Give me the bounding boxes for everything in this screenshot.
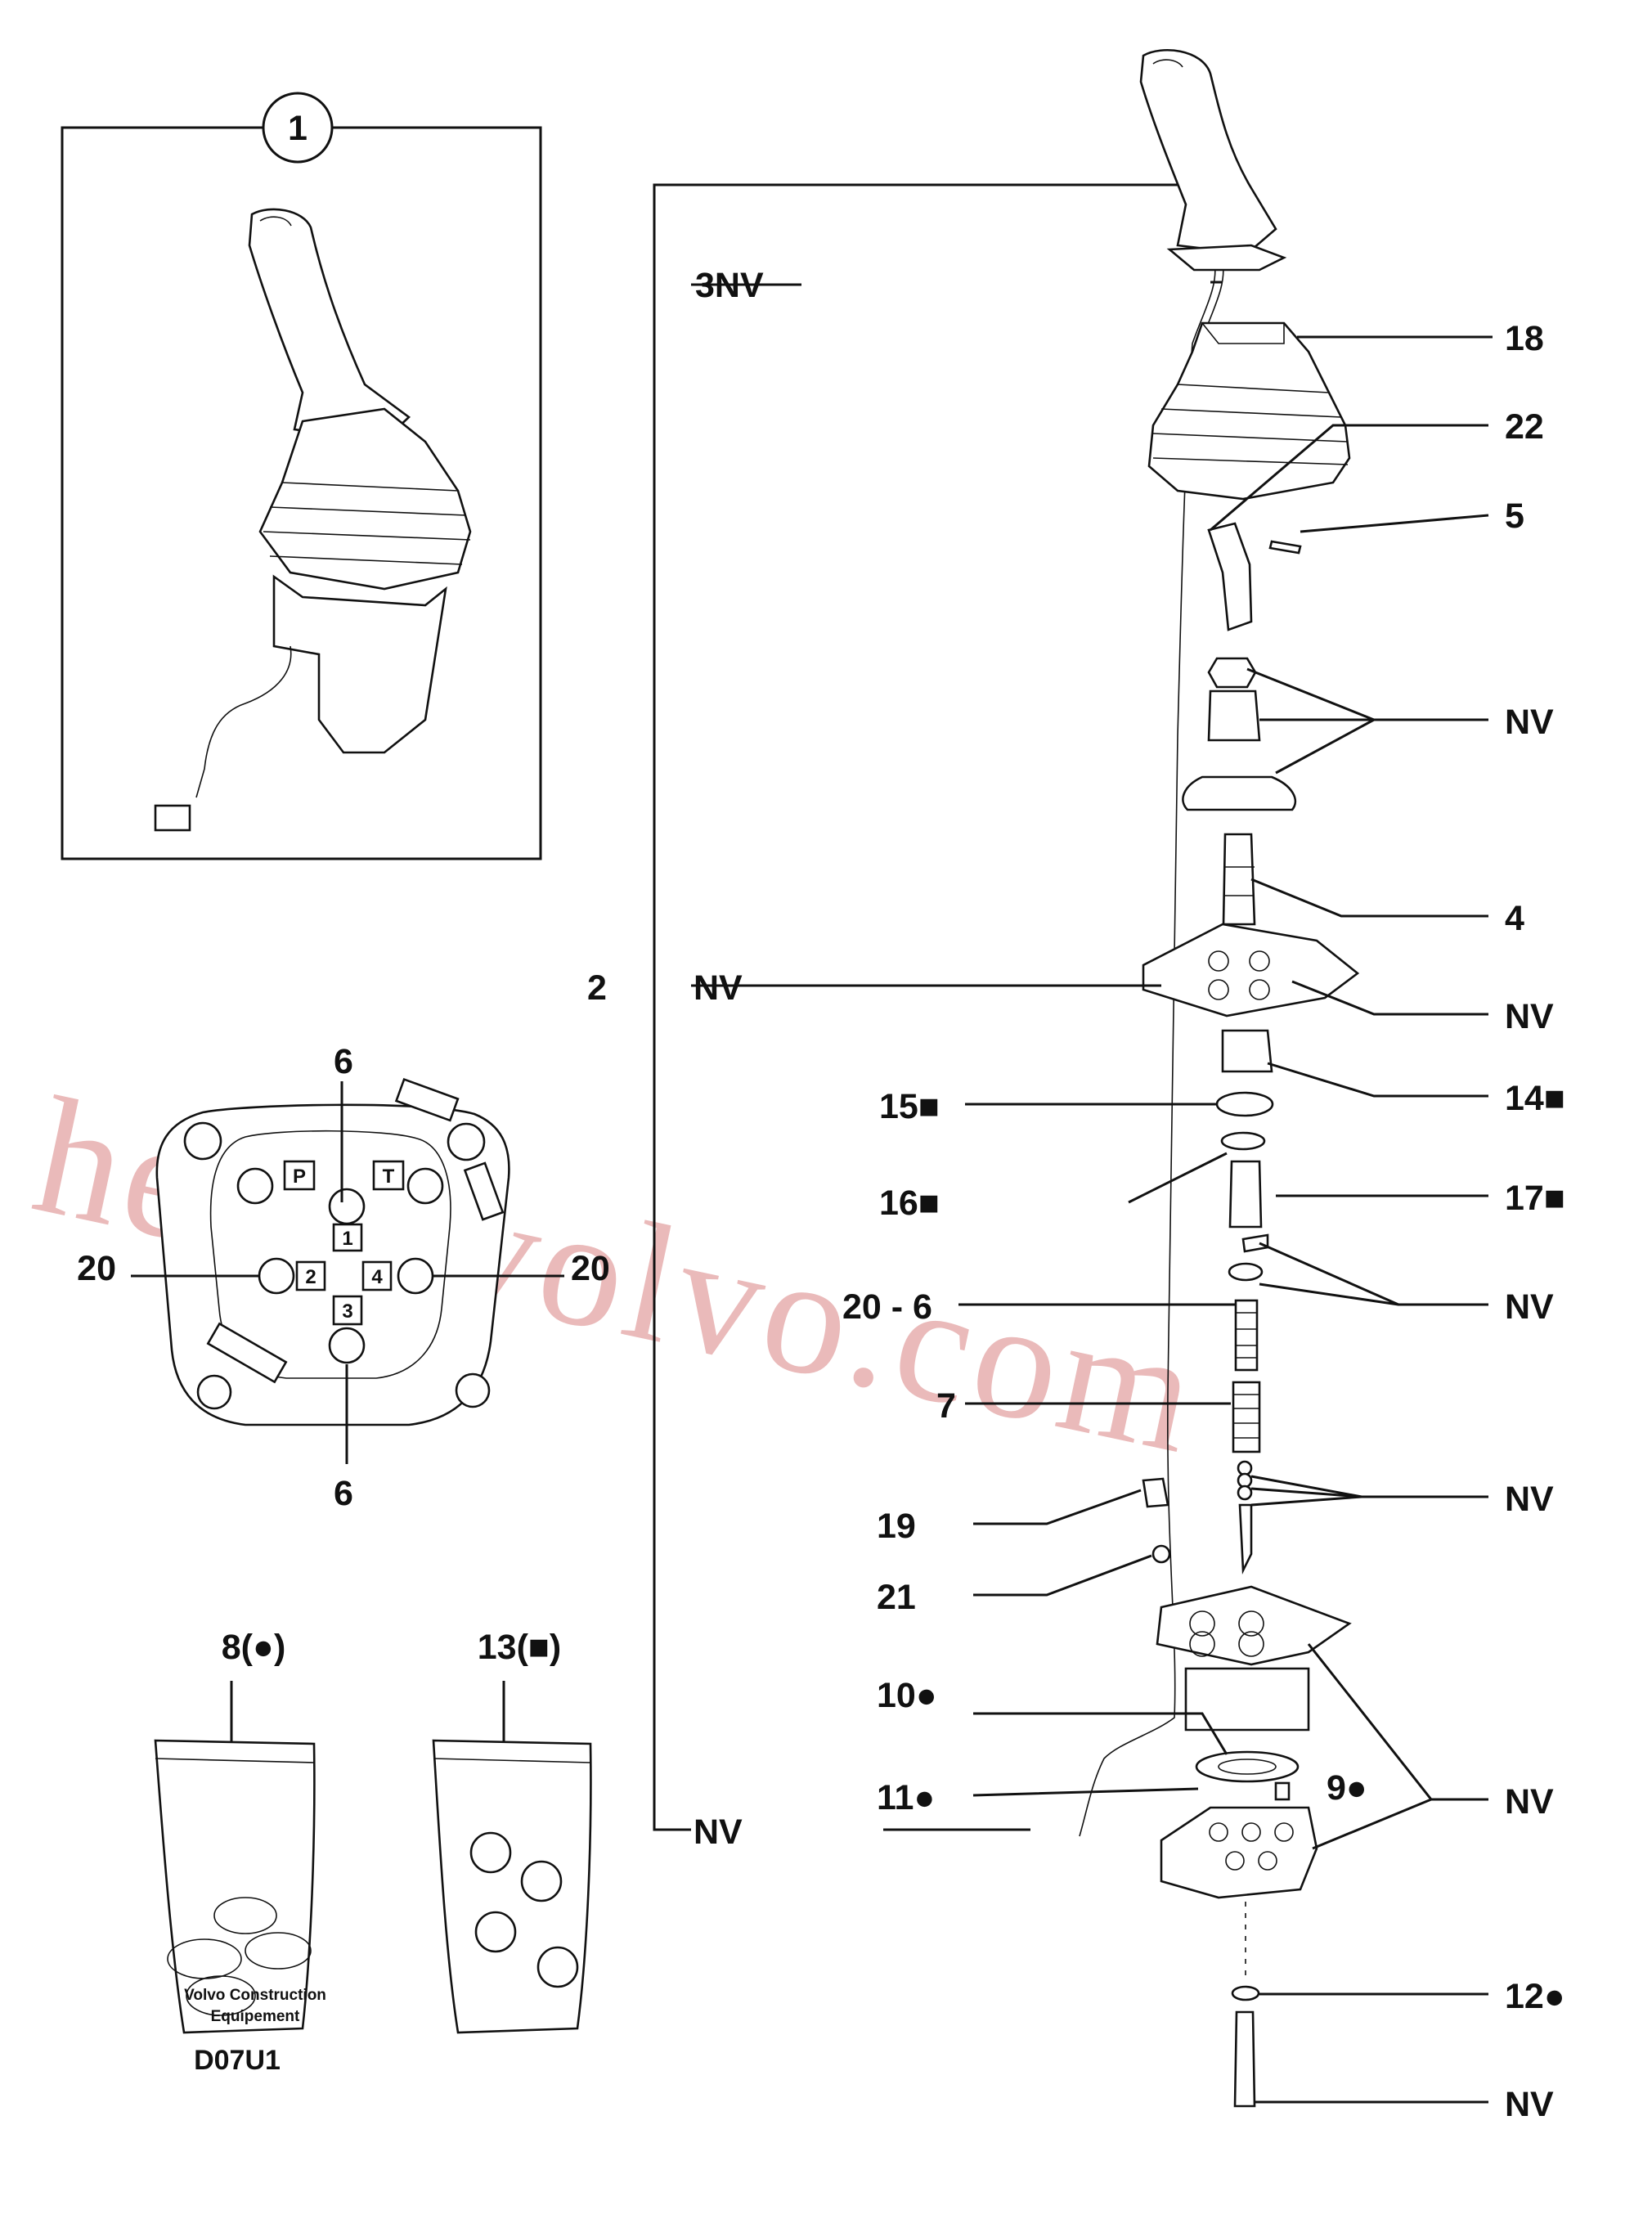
maker-line1: Volvo Construction	[184, 1987, 326, 2004]
callout-20-6: 20 - 6	[842, 1287, 932, 1327]
callout-nv: NV	[1505, 703, 1554, 742]
callout-17: 17■	[1505, 1179, 1565, 1218]
callout-10: 10●	[877, 1676, 937, 1715]
callout-15: 15■	[879, 1087, 940, 1126]
sleeve-part	[1207, 690, 1261, 742]
maker-line2: Equipement	[211, 2008, 300, 2025]
cone-part	[1182, 775, 1297, 811]
seal-part	[1215, 1091, 1274, 1117]
leader-lines	[691, 281, 1493, 2104]
plate-part	[1142, 923, 1360, 1017]
callout-nv: NV	[1505, 997, 1554, 1036]
joystick-complete-illustration	[154, 208, 472, 832]
port-4-box	[361, 1260, 393, 1291]
face-label-20-left: 20	[77, 1249, 116, 1288]
port-label: 1	[342, 1228, 352, 1250]
callout-2: 2	[587, 968, 607, 1008]
callout-11: 11●	[877, 1778, 935, 1817]
kit-bag-8: 8(●)	[154, 1628, 316, 2034]
callout-22: 22	[1505, 407, 1544, 447]
callout-5: 5	[1505, 496, 1524, 536]
callout-nv: NV	[694, 1812, 743, 1852]
face-label-6-top: 6	[334, 1042, 353, 1081]
face-label-6-bottom: 6	[334, 1474, 353, 1513]
callout-21: 21	[877, 1578, 916, 1617]
kit-label: 13(■)	[478, 1628, 561, 1667]
body-part	[1156, 1585, 1352, 1732]
oring-part	[1220, 1131, 1266, 1151]
port-label: 2	[305, 1266, 316, 1288]
port-p-box	[283, 1160, 316, 1191]
valve-face-view: P T 1 2 4 3 6 6 20 20	[77, 1042, 610, 1513]
callout-18: 18	[1505, 319, 1544, 358]
port-label: 3	[342, 1300, 352, 1323]
plug-part	[1221, 1029, 1273, 1073]
kit-label: 8(●)	[222, 1628, 286, 1667]
callout-7: 7	[936, 1386, 956, 1426]
inset-number: 1	[288, 109, 308, 148]
base-part	[1160, 1806, 1318, 1899]
port-t-box	[372, 1160, 405, 1191]
callout-nv: NV	[1505, 1782, 1554, 1821]
inset-assembly: 1	[61, 92, 542, 860]
ujoint-part	[1222, 833, 1256, 926]
washer-part	[1151, 1544, 1171, 1564]
piston-part	[1228, 1160, 1263, 1229]
pin-part	[1268, 540, 1302, 555]
callout-16: 16■	[879, 1184, 940, 1223]
spring-part	[1234, 1299, 1259, 1372]
callout-12: 12●	[1505, 1977, 1565, 2016]
port-3-box	[332, 1295, 363, 1326]
bolt-part	[1142, 1477, 1169, 1508]
callout-4: 4	[1505, 899, 1524, 938]
callout-3nv: 3NV	[695, 266, 764, 305]
callout-9: 9●	[1327, 1768, 1367, 1808]
inset-number-circle	[262, 92, 334, 164]
handle-part	[1139, 48, 1287, 272]
boot-part	[1147, 321, 1351, 501]
callout-19: 19	[877, 1507, 916, 1546]
screw-part	[1233, 2010, 1256, 2108]
assembly-bracket	[653, 183, 1178, 1831]
port-1-box	[332, 1223, 363, 1252]
lever-part	[1207, 522, 1253, 631]
callout-nv: NV	[694, 968, 743, 1008]
callout-14: 14■	[1505, 1079, 1565, 1118]
callout-nv: NV	[1505, 2085, 1554, 2124]
drawing-code: D07U1	[194, 2045, 281, 2076]
port-2-box	[295, 1260, 326, 1291]
spring-part	[1232, 1381, 1261, 1453]
kit-bag-13: 13(■)	[432, 1628, 592, 2034]
nut-part	[1207, 657, 1257, 689]
callout-nv: NV	[1505, 1480, 1554, 1519]
port-label: T	[383, 1166, 395, 1188]
port-label: P	[293, 1166, 306, 1188]
face-label-20-right: 20	[571, 1249, 610, 1288]
plunger-part	[1238, 1503, 1253, 1575]
port-label: 4	[371, 1266, 383, 1288]
callout-nv: NV	[1505, 1287, 1554, 1327]
